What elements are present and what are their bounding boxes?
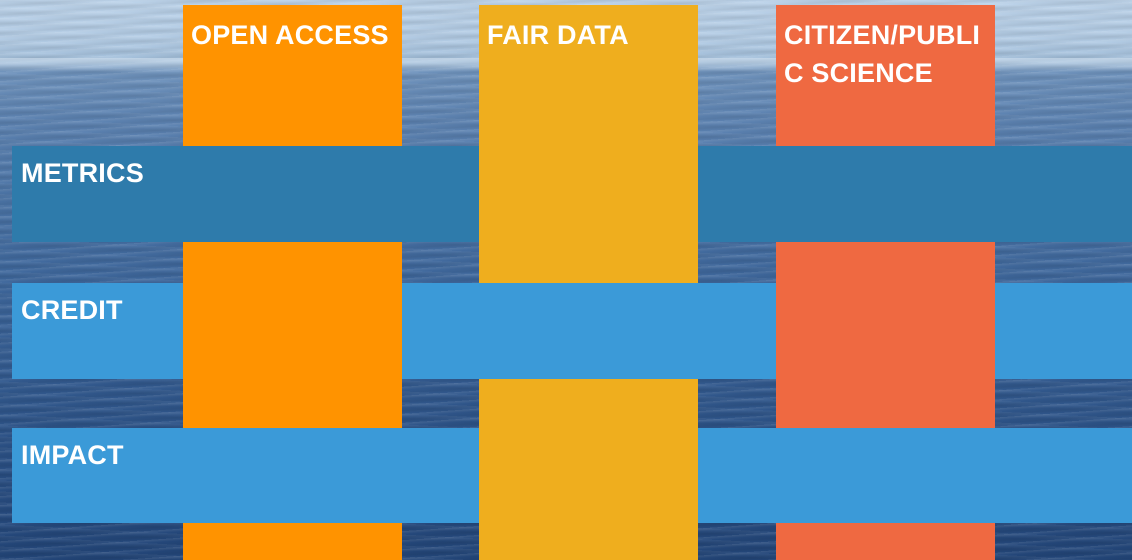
row-metrics-label: METRICS: [21, 158, 144, 188]
column-fair-data-label: FAIR DATA: [487, 20, 629, 50]
column-open-access-label: OPEN ACCESS: [191, 20, 389, 50]
metrics-over-citizen-science: [776, 146, 995, 242]
impact-over-open-access: [183, 428, 402, 523]
row-impact-label: IMPACT: [21, 440, 124, 470]
metrics-over-open-access: [183, 146, 402, 242]
column-citizen-public-science-label: CITIZEN/PUBLI C SCIENCE: [784, 20, 981, 88]
impact-over-citizen-science: [776, 428, 995, 523]
credit-over-fair-data: [479, 283, 698, 379]
column-fair-data: FAIR DATA: [479, 5, 698, 560]
row-credit-label: CREDIT: [21, 295, 123, 325]
